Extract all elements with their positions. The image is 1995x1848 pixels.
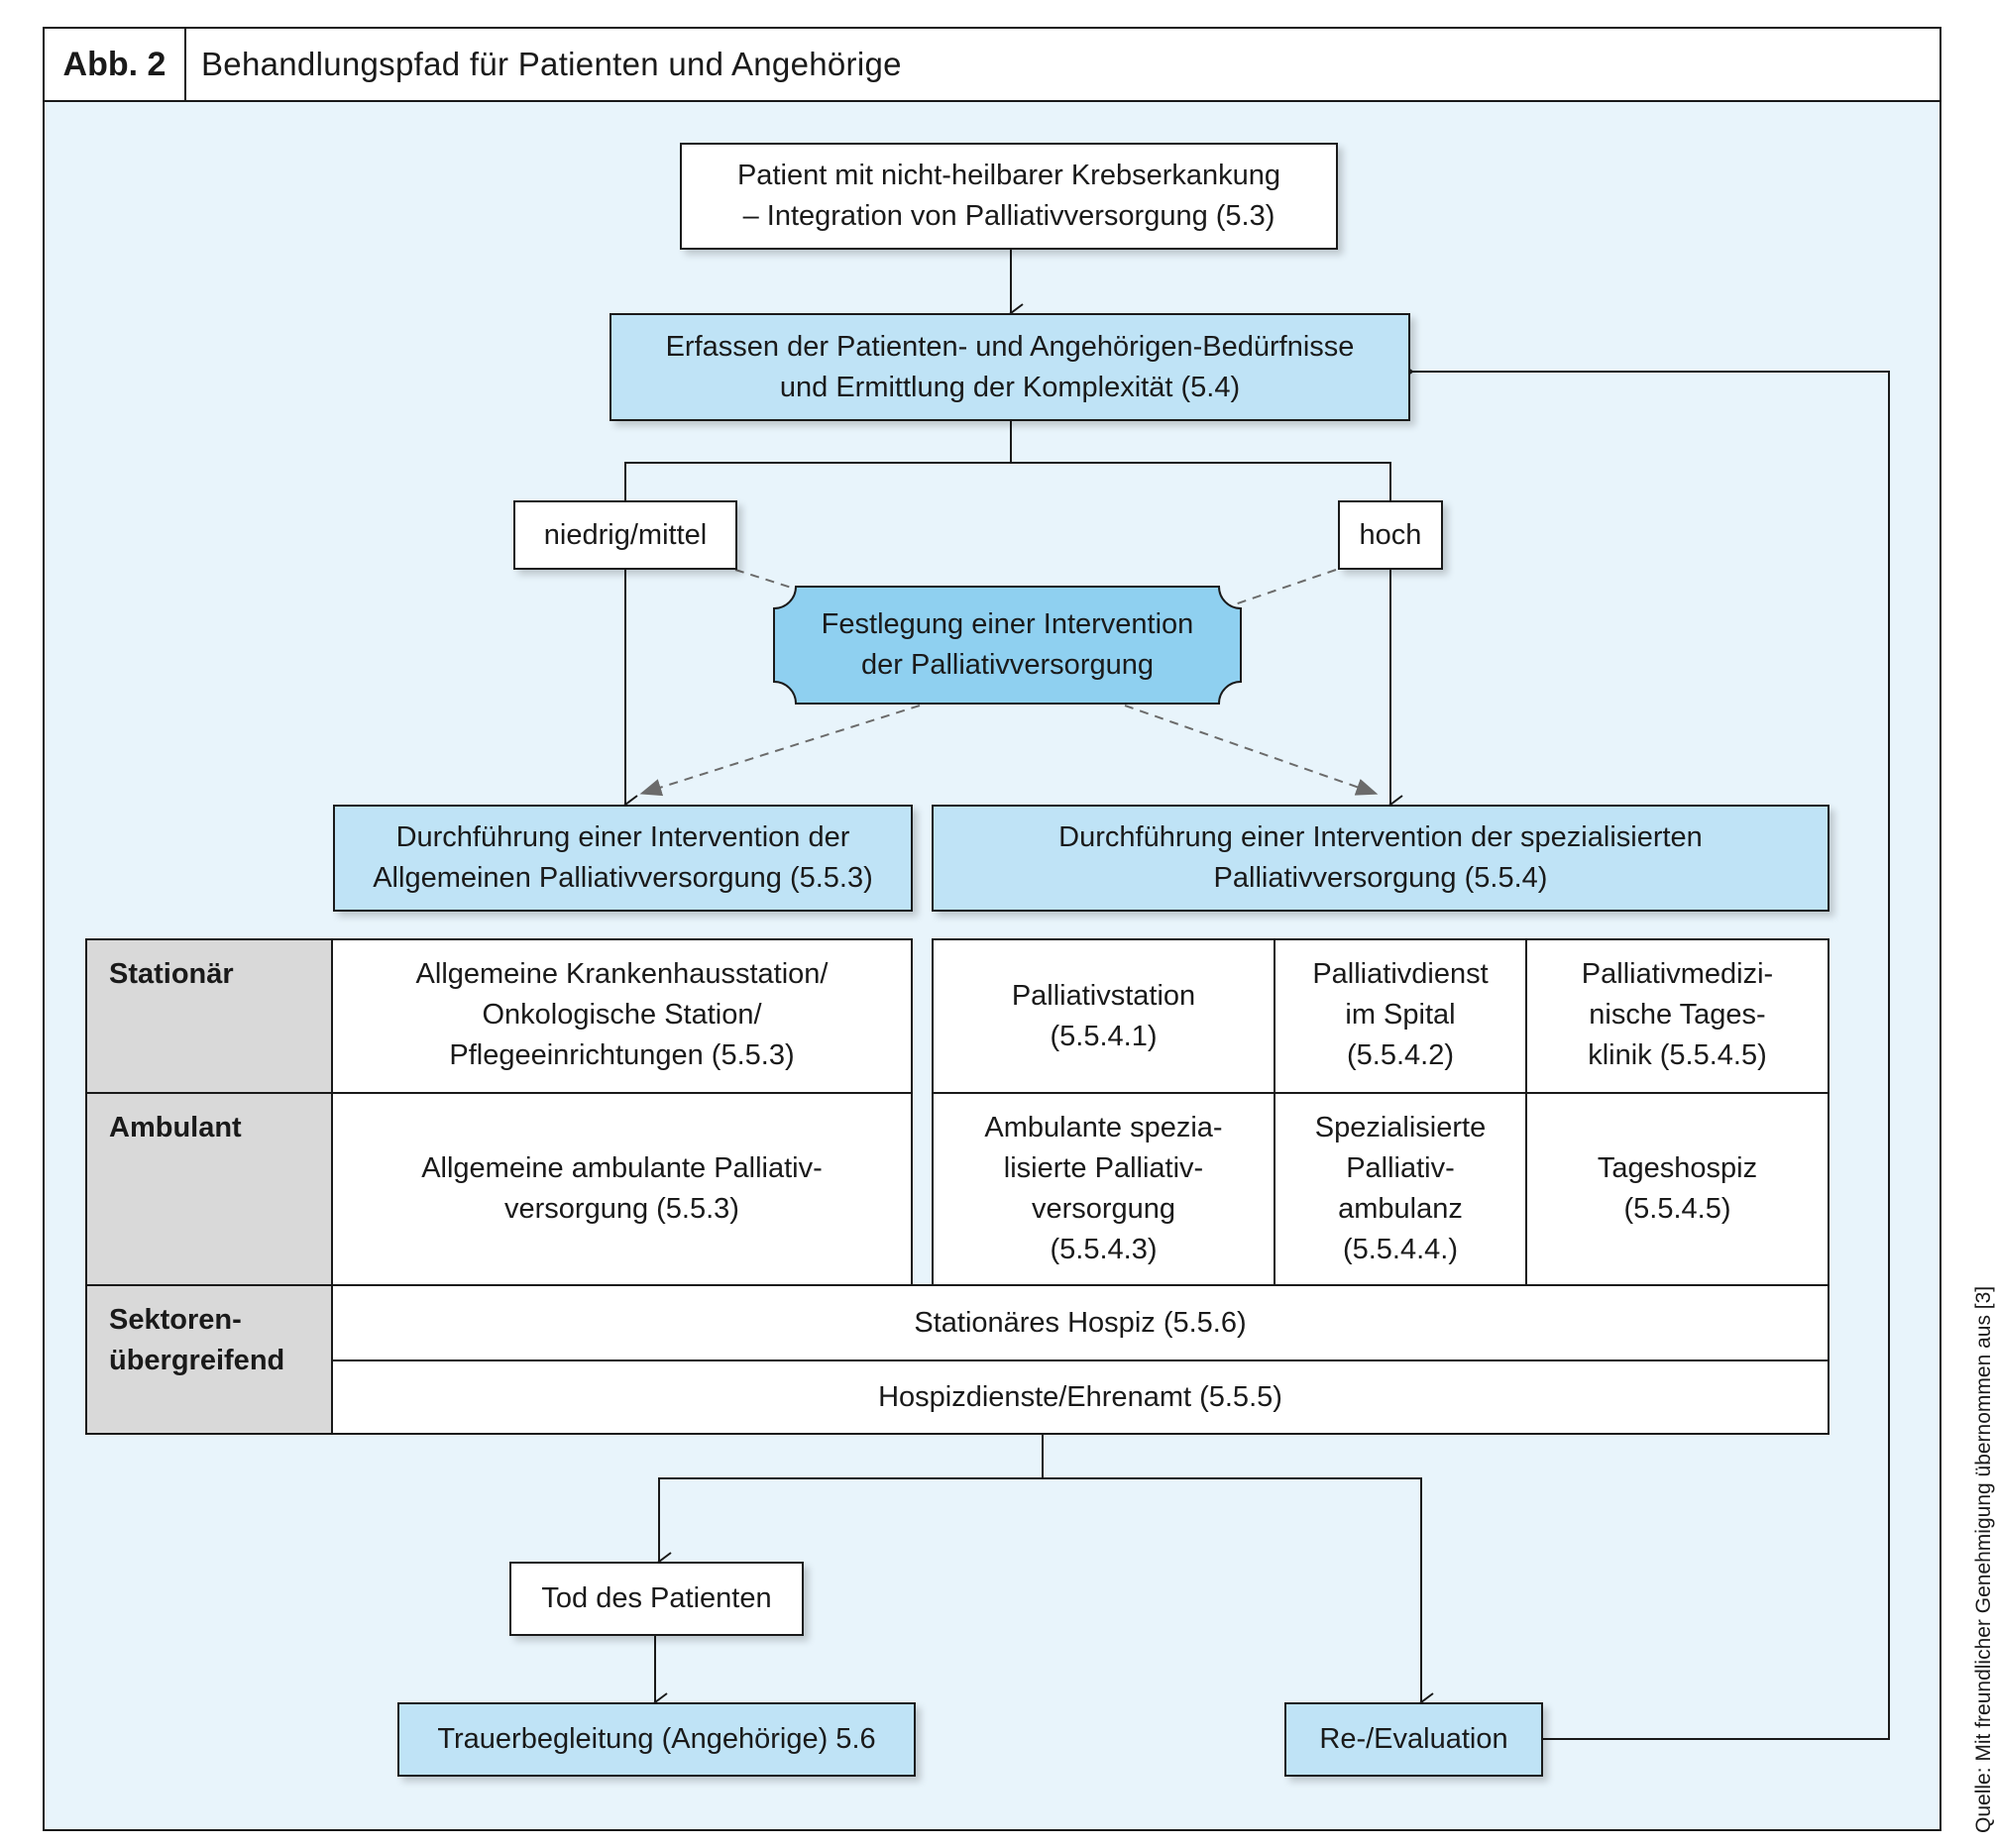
cell-outpatient-general: Allgemeine ambulante Palliativ- versorgu… (331, 1092, 913, 1286)
assess-node: Erfassen der Patienten- und Angehörigen-… (610, 313, 1410, 421)
cell-inpatient-general: Allgemeine Krankenhausstation/ Onkologis… (331, 938, 913, 1094)
row-header-outpatient: Ambulant (85, 1092, 333, 1286)
specialized-care-node: Durchführung einer Intervention der spez… (932, 805, 1829, 912)
figure-header: Abb. 2 Behandlungspfad für Patienten und… (43, 27, 1941, 102)
arrow-table-reeval (1043, 1477, 1434, 1712)
line-assess-low (624, 421, 1012, 500)
cell-outpatient-dayhospice: Tageshospiz (5.5.4.5) (1525, 1092, 1829, 1286)
row-header-cross-sector: Sektoren- übergreifend (85, 1284, 333, 1435)
cell-inpatient-dayclinic: Palliativmedizi- nische Tages- klinik (5… (1525, 938, 1829, 1094)
row-header-inpatient: Stationär (85, 938, 333, 1094)
dash-decide-general (639, 705, 921, 797)
source-credit: Quelle: Mit freundlicher Genehmigung übe… (1972, 1285, 1995, 1833)
figure-title: Behandlungspfad für Patienten und Angehö… (201, 46, 902, 82)
cell-inpatient-ward: Palliativstation (5.5.4.1) (932, 938, 1275, 1094)
dash-low-decide (734, 569, 802, 592)
decision-node: Festlegung einer Intervention der Pallia… (821, 608, 1194, 681)
line-assess-high (1011, 462, 1391, 500)
start-node: Patient mit nicht-heilbarer Krebserkanku… (680, 143, 1338, 250)
high-complexity-node: hoch (1338, 500, 1443, 570)
arrow-table-death (657, 1435, 1044, 1572)
dash-decide-special (1124, 705, 1379, 796)
grief-support-node: Trauerbegleitung (Angehörige) 5.6 (397, 1702, 916, 1777)
dash-high-decide (1228, 569, 1337, 607)
general-care-node: Durchführung einer Intervention der Allg… (333, 805, 913, 912)
figure-label: Abb. 2 (45, 29, 186, 100)
cell-outpatient-clinic: Spezialisierte Palliativ- ambulanz (5.5.… (1274, 1092, 1527, 1286)
death-node: Tod des Patienten (509, 1562, 804, 1636)
cell-outpatient-special: Ambulante spezia- lisierte Palliativ- ve… (932, 1092, 1275, 1286)
decision-shape (773, 586, 1242, 705)
cell-volunteer: Hospizdienste/Ehrenamt (5.5.5) (331, 1359, 1829, 1435)
cell-hospice: Stationäres Hospiz (5.5.6) (331, 1284, 1829, 1361)
reevaluation-node: Re-/Evaluation (1284, 1702, 1543, 1777)
low-complexity-node: niedrig/mittel (513, 500, 737, 570)
cell-inpatient-service: Palliativdienst im Spital (5.5.4.2) (1274, 938, 1527, 1094)
arrow-reeval-loop (1399, 362, 1890, 1740)
